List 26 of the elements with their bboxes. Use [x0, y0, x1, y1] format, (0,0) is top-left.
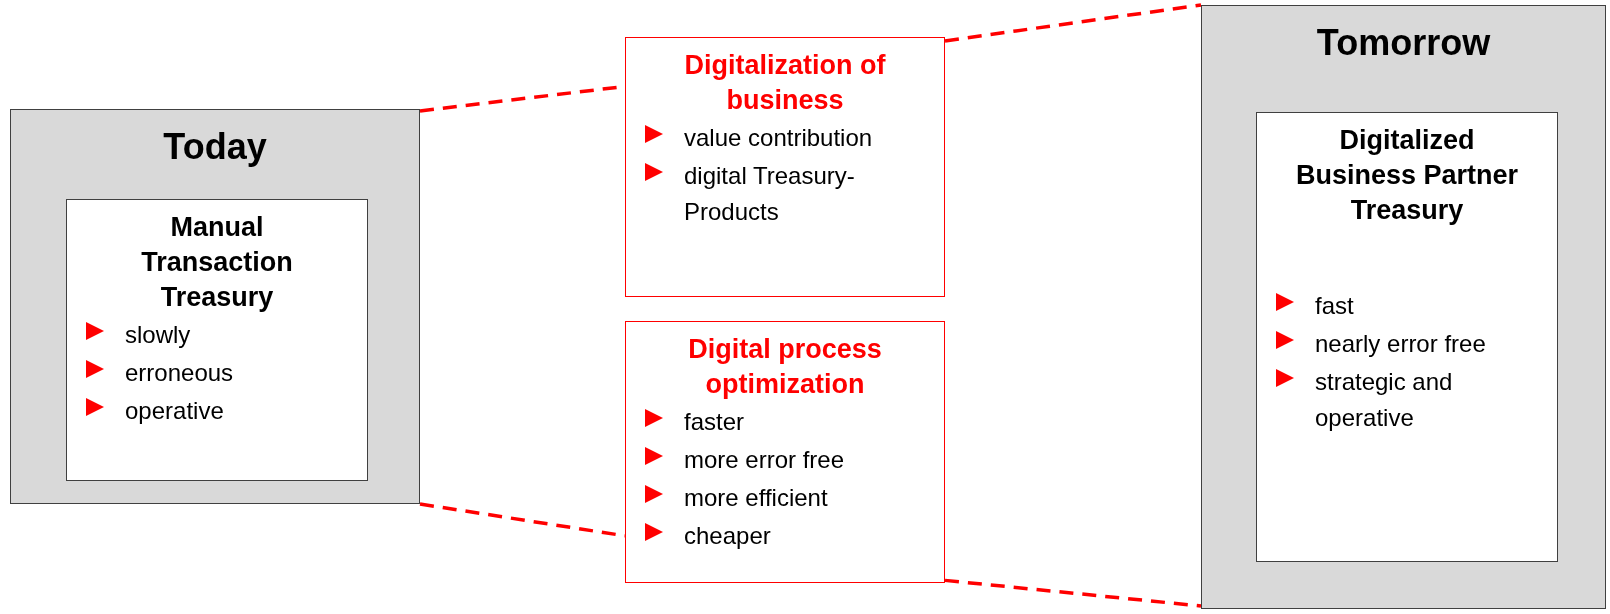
heading: Today	[162, 125, 268, 169]
dashed-connector	[944, 3, 1202, 43]
bullet-text: digital Treasury-Products	[684, 161, 856, 228]
bullet-text: cheaper	[684, 521, 771, 552]
bullet-text: fast	[1315, 291, 1354, 322]
heading: Digitalization of business	[683, 49, 887, 118]
bullet-text: more efficient	[684, 483, 828, 514]
heading: Manual Transaction Treasury	[140, 211, 294, 315]
stage-panel	[1201, 5, 1606, 609]
bullet-text: strategic and operative	[1315, 367, 1454, 434]
heading: Tomorrow	[1315, 21, 1492, 65]
bullet-text: operative	[125, 396, 224, 427]
text-box	[625, 321, 945, 583]
heading: Digitalized Business Partner Treasury	[1294, 124, 1520, 228]
bullet-text: value contribution	[684, 123, 873, 154]
bullet-text: more error free	[684, 445, 845, 476]
stage-panel	[10, 109, 420, 504]
text-box	[66, 199, 368, 481]
text-box	[625, 37, 945, 297]
bullet-text: nearly error free	[1315, 329, 1486, 360]
text-box	[1256, 112, 1558, 562]
bullet-text: slowly	[125, 320, 191, 351]
dashed-connector	[944, 578, 1202, 608]
heading: Digital process optimization	[687, 333, 883, 402]
bullet-text: faster	[684, 407, 745, 438]
bullet-text: erroneous	[125, 358, 234, 389]
